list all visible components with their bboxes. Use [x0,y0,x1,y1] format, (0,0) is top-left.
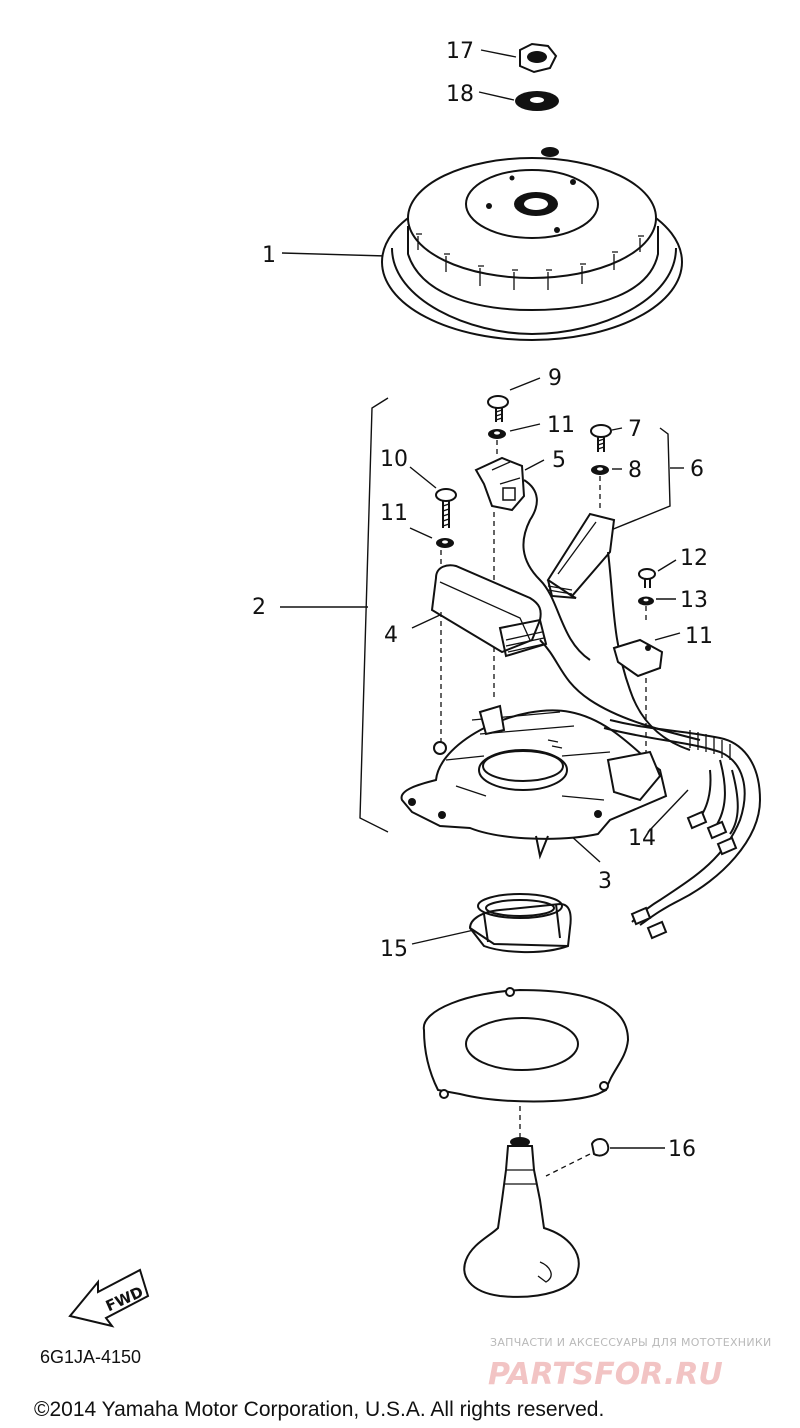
callout-11-lower: 11 [380,501,408,526]
part-6-coil-bracket [546,427,691,751]
part-12-clamp [612,632,681,760]
callout-8: 8 [628,458,642,483]
part-3-stator-base [400,704,668,863]
part-9-screw [487,377,541,422]
callout-6: 6 [690,457,704,482]
part-17-key [545,1138,665,1177]
callout-11-upper: 11 [547,413,575,438]
part-18-nut [480,42,558,74]
part-13-screw [638,559,677,588]
callout-15: 14 [628,826,656,851]
callout-10: 10 [380,447,408,472]
callout-14: 13 [680,588,708,613]
part-7-screw [590,424,623,452]
part-10-screw [409,466,457,528]
part-19-washer [478,91,559,111]
watermark-tagline: ЗАПЧАСТИ И АКСЕССУАРЫ ДЛЯ МОТОТЕХНИКИ [490,1336,772,1349]
part-8-washer [591,465,622,510]
callout-7: 7 [628,417,642,442]
part-1-flywheel [281,147,683,341]
copyright-footer: ©2014 Yamaha Motor Corporation, U.S.A. A… [34,1398,604,1421]
part-16-collar [411,893,572,954]
callout-9: 9 [548,366,562,391]
callout-16: 15 [380,937,408,962]
callout-18: 17 [446,39,474,64]
part-11-washer-upper [488,423,541,458]
watermark-brand: PARTSFOR.RU [488,1357,723,1392]
part-4-ignition-coil [411,564,701,746]
callout-2: 2 [252,595,266,620]
callout-1: 1 [262,243,276,268]
callout-5: 5 [552,448,566,473]
drawing-code: 6G1JA-4150 [40,1347,141,1367]
callout-17: 16 [668,1137,696,1162]
callout-19: 18 [446,82,474,107]
forward-direction-arrow: FWD [68,1268,150,1328]
callout-13: 12 [680,546,708,571]
part-2-assembly-bracket [280,397,389,833]
crankshaft-stub [463,1137,580,1298]
callout-4: 4 [384,623,398,648]
callout-12: 11 [685,624,713,649]
part-11-washer-lower [409,527,454,566]
callout-3: 3 [598,869,612,894]
part-5-pulser-coil [474,456,591,700]
insulator-plate [422,987,630,1138]
part-14-washer [638,596,676,624]
part-15-wire-harness [603,719,762,940]
